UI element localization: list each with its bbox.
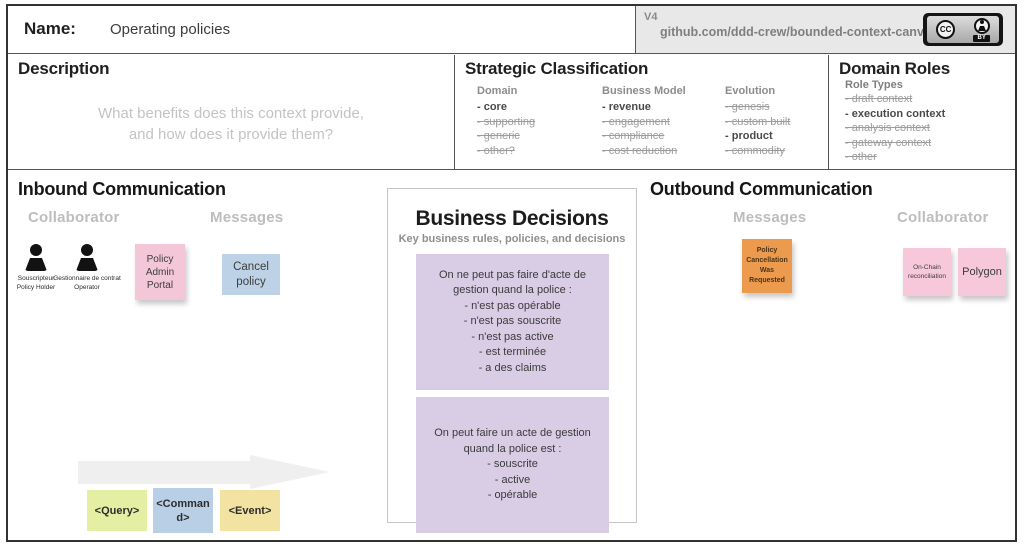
strategic-column-business-model: Business Model - revenue - engagement - … xyxy=(602,85,732,158)
inbound-collaborator-label: Collaborator xyxy=(28,209,120,226)
message-flow-arrow xyxy=(78,461,250,484)
sticky-event-legend[interactable]: <Event> xyxy=(220,490,280,531)
version-tag: V4 xyxy=(644,11,658,23)
role-types-list: Role Types - draft context - execution c… xyxy=(845,79,945,165)
option-product[interactable]: - product xyxy=(725,130,773,142)
option-revenue[interactable]: - revenue xyxy=(602,101,651,113)
outbound-title: Outbound Communication xyxy=(650,179,873,199)
collaborator-policy-holder-icon[interactable] xyxy=(25,244,47,272)
role-draft-context[interactable]: - draft context xyxy=(845,93,913,105)
outbound-collaborator-label: Collaborator xyxy=(897,209,989,226)
option-other[interactable]: - other? xyxy=(477,144,515,157)
sticky-on-chain-reconciliation[interactable]: On-Chain reconciliation xyxy=(903,248,951,296)
role-other[interactable]: - other xyxy=(845,151,877,163)
inbound-messages-label: Messages xyxy=(210,209,284,226)
option-cost-reduction[interactable]: - cost reduction xyxy=(602,144,678,157)
option-supporting[interactable]: - supporting xyxy=(477,115,536,128)
name-label: Name: xyxy=(24,19,76,38)
option-core[interactable]: - core xyxy=(477,101,507,113)
communication-area: Inbound Communication Collaborator Messa… xyxy=(8,171,1015,542)
role-execution-context[interactable]: - execution context xyxy=(845,107,946,120)
version-box: V4 github.com/ddd-crew/bounded-context-c… xyxy=(636,6,1015,53)
option-commodity[interactable]: - commodity xyxy=(725,144,785,157)
header-row: Name: Operating policies V4 github.com/d… xyxy=(8,6,1015,54)
outbound-messages-label: Messages xyxy=(733,209,807,226)
description-title: Description xyxy=(18,59,110,78)
attribution-person-icon xyxy=(973,17,990,34)
description-placeholder[interactable]: What benefits does this context provide,… xyxy=(98,105,364,143)
collaborator-operator-label: Gestionnaire de contrat Operator xyxy=(53,275,121,291)
option-custom-built[interactable]: - custom built xyxy=(725,115,791,128)
column-header: Evolution xyxy=(725,85,776,97)
sticky-rule-can-manage[interactable]: On peut faire un acte de gestion quand l… xyxy=(416,397,609,533)
message-flow-arrow-head xyxy=(250,455,330,489)
sticky-command-legend[interactable]: <Command> xyxy=(153,488,213,533)
sticky-policy-admin-portal[interactable]: Policy Admin Portal xyxy=(135,244,185,300)
classification-row: Description What benefits does this cont… xyxy=(8,55,1015,170)
sticky-rule-cannot-manage[interactable]: On ne peut pas faire d'acte de gestion q… xyxy=(416,254,609,390)
column-header: Business Model xyxy=(602,85,686,97)
domain-roles-title: Domain Roles xyxy=(839,59,950,78)
inbound-title: Inbound Communication xyxy=(18,179,226,199)
strategic-column-domain: Domain - core - supporting - generic - o… xyxy=(477,85,607,158)
strategic-classification-section: Strategic Classification Domain - core -… xyxy=(455,55,829,169)
sticky-polygon[interactable]: Polygon xyxy=(958,248,1006,296)
sticky-query-legend[interactable]: <Query> xyxy=(87,490,147,531)
cc-logo-icon: CC xyxy=(936,20,956,39)
description-section: Description What benefits does this cont… xyxy=(8,55,455,169)
sticky-cancel-policy[interactable]: Cancel policy xyxy=(222,254,280,295)
context-name-value[interactable]: Operating policies xyxy=(110,21,231,38)
column-header: Domain xyxy=(477,85,518,97)
role-gateway-context[interactable]: - gateway context xyxy=(845,136,932,149)
role-types-header: Role Types xyxy=(845,79,903,91)
collaborator-operator-icon[interactable] xyxy=(76,244,98,272)
business-decisions-subtitle: Key business rules, policies, and decisi… xyxy=(398,233,626,245)
repo-link[interactable]: github.com/ddd-crew/bounded-context-canv… xyxy=(660,25,938,39)
option-genesis[interactable]: - genesis xyxy=(725,101,770,113)
role-analysis-context[interactable]: - analysis context xyxy=(845,122,930,134)
by-label: BY xyxy=(973,34,990,42)
domain-roles-section: Domain Roles Role Types - draft context … xyxy=(829,55,1015,169)
option-engagement[interactable]: - engagement xyxy=(602,115,670,128)
cc-by-license-badge: CC BY xyxy=(923,13,1003,46)
business-decisions-panel: Business Decisions Key business rules, p… xyxy=(387,188,637,533)
option-generic[interactable]: - generic xyxy=(477,130,520,142)
business-decisions-title: Business Decisions xyxy=(415,207,609,230)
sticky-policy-cancellation-requested[interactable]: Policy Cancellation Was Requested xyxy=(742,239,792,293)
strategic-column-evolution: Evolution - genesis - custom built - pro… xyxy=(725,85,855,158)
context-name-box[interactable]: Name: Operating policies xyxy=(8,6,636,53)
option-compliance[interactable]: - compliance xyxy=(602,130,665,142)
collaborator-policy-holder-label: Souscripteur Policy Holder xyxy=(16,275,56,291)
bounded-context-canvas: Name: Operating policies V4 github.com/d… xyxy=(6,4,1017,542)
strategic-title: Strategic Classification xyxy=(465,59,649,78)
